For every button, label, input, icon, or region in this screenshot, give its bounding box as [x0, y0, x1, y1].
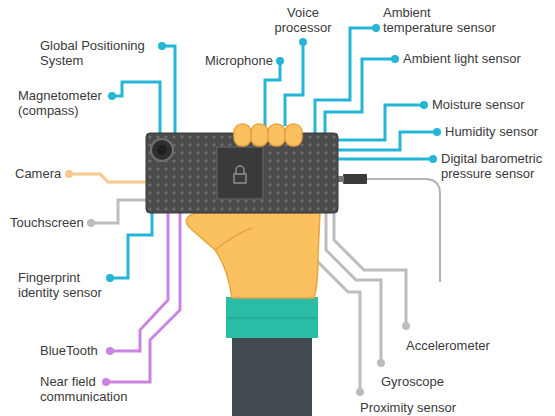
leader-line: [316, 213, 360, 392]
leader-lines-purple: [106, 213, 180, 382]
leader-dot: [356, 388, 364, 396]
leader-line: [91, 200, 146, 223]
callout-label: Global Positioning System: [40, 38, 160, 68]
callout-label: Accelerometer: [406, 338, 546, 353]
leader-dot: [429, 155, 437, 163]
callout-label: Near field communication: [40, 374, 135, 404]
callout-label: Microphone: [205, 53, 295, 68]
leader-dot: [377, 359, 385, 367]
shirt-cuff: [226, 297, 318, 338]
leader-dot: [299, 38, 307, 46]
callout-label: Proximity sensor: [360, 400, 510, 415]
leader-dot: [402, 322, 410, 330]
leader-line: [326, 213, 381, 363]
callout-label: Ambient temperature sensor: [383, 5, 499, 35]
finger: [251, 124, 268, 146]
lock-icon-body: [234, 174, 246, 183]
cuff-seam: [226, 317, 318, 319]
callout-label: Digital barometric pressure sensor: [441, 151, 553, 181]
leader-dot: [276, 57, 284, 65]
thumb-crease: [215, 228, 252, 250]
fingers: [234, 124, 302, 146]
leader-dot: [108, 92, 116, 100]
leader-line: [338, 105, 424, 140]
leader-dot: [420, 101, 428, 109]
finger: [234, 124, 251, 146]
callout-label: Camera: [15, 166, 85, 181]
callout-label: Humidity sensor: [445, 124, 553, 139]
leader-line: [69, 174, 146, 182]
finger: [268, 124, 285, 146]
leader-dot: [391, 55, 399, 63]
fingerprint-pad: [217, 147, 263, 199]
usb-cable: [366, 179, 440, 282]
sleeve: [232, 336, 312, 416]
leader-line: [162, 46, 175, 133]
callout-label: Fingerprint identity sensor: [18, 270, 113, 300]
callout-label: Magnetometer (compass): [18, 88, 113, 118]
callout-label: BlueTooth: [40, 343, 120, 358]
leader-line: [106, 213, 180, 382]
callout-label: Voice processor: [268, 5, 338, 35]
callout-label: Ambient light sensor: [403, 51, 553, 66]
camera-lens-inner: [157, 145, 167, 155]
leader-dot: [106, 347, 114, 355]
leader-dot: [102, 378, 110, 386]
leader-line: [338, 158, 433, 161]
lock-icon-shackle: [236, 166, 244, 174]
leader-line: [285, 42, 303, 126]
leader-dot: [106, 274, 114, 282]
leader-dot: [158, 42, 166, 50]
hand-palm: [186, 213, 320, 298]
leader-dot: [65, 170, 73, 178]
camera-lens: [151, 139, 173, 161]
leader-dot: [433, 128, 441, 136]
leader-dot: [87, 219, 95, 227]
leader-dots-purple: [102, 347, 114, 386]
leader-line: [112, 82, 160, 133]
leader-dot: [372, 24, 380, 32]
leader-line: [265, 61, 280, 126]
callout-label: Touchscreen: [10, 215, 100, 230]
usb-plug: [343, 174, 367, 184]
leader-line: [338, 132, 437, 150]
callout-label: Gyroscope: [381, 374, 501, 389]
finger: [285, 124, 302, 146]
callout-label: Moisture sensor: [432, 97, 552, 112]
